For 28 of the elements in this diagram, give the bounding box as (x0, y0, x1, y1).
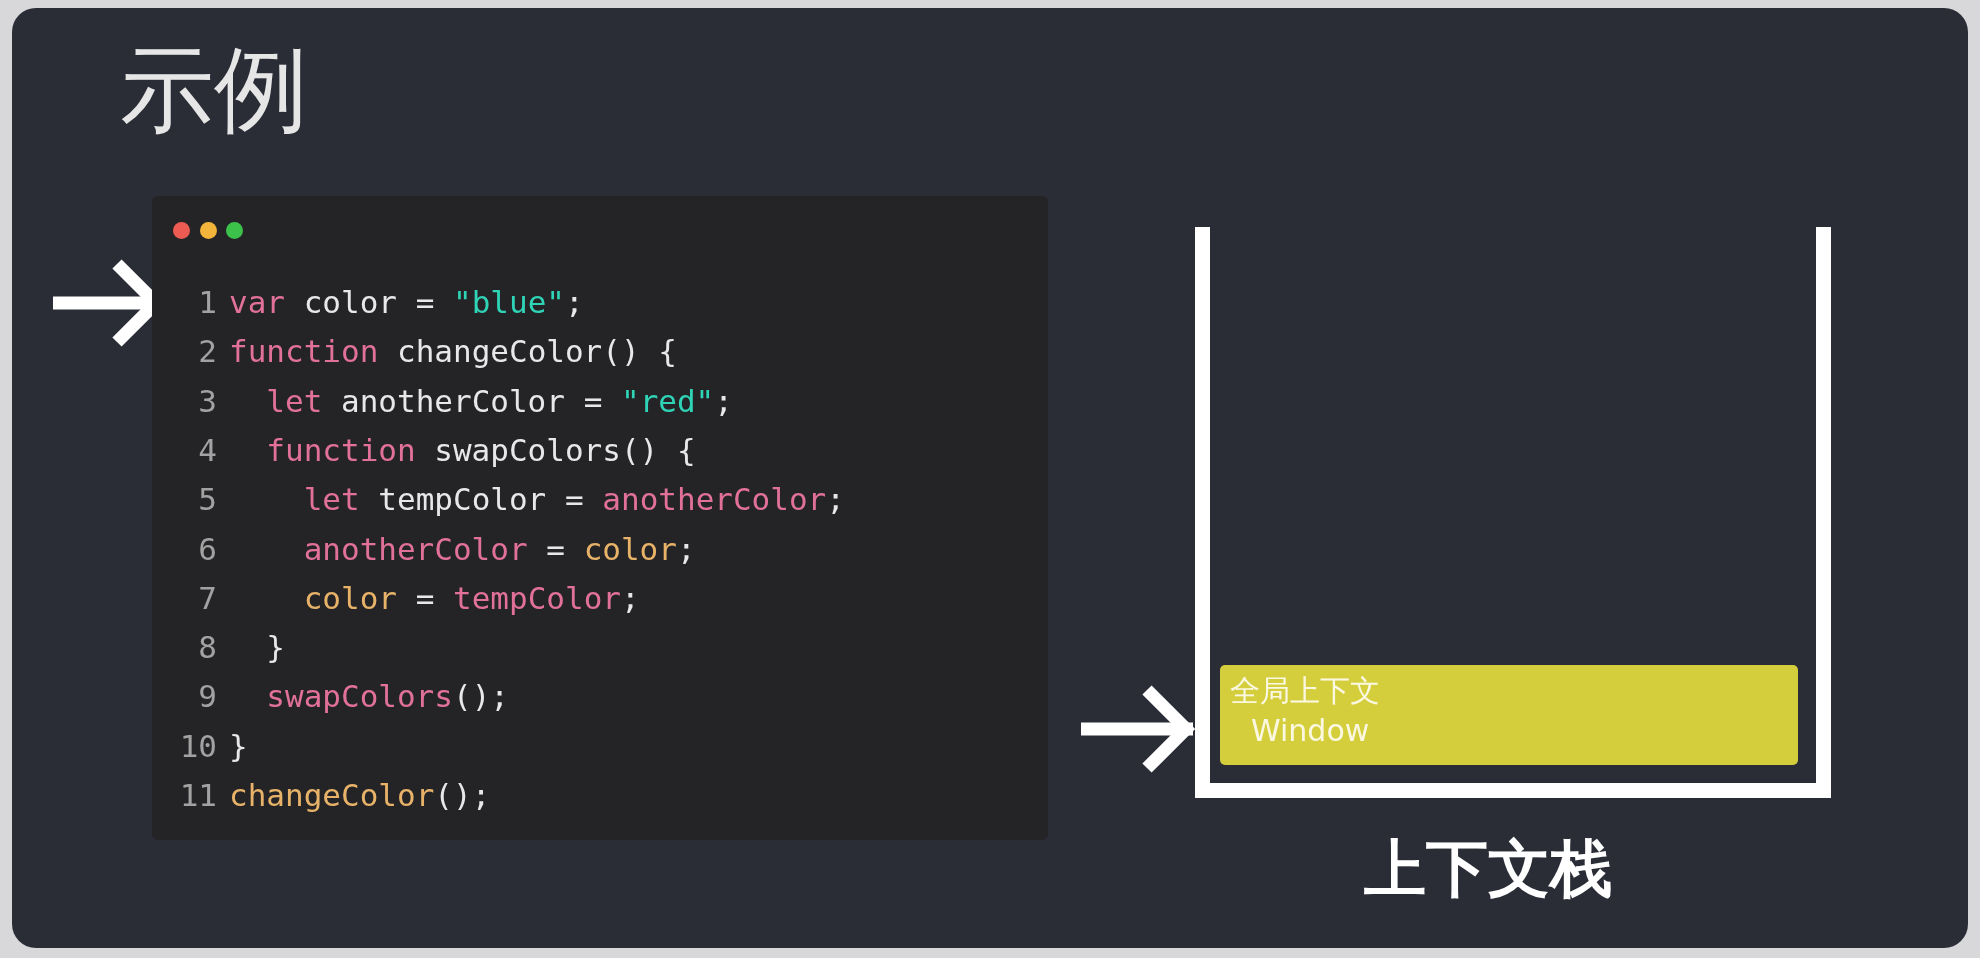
code-text: function swapColors() { (266, 431, 696, 470)
line-number: 5 (198, 481, 217, 519)
code-text: } (229, 727, 248, 765)
context-title: 全局上下文 (1230, 673, 1380, 709)
code-window (152, 196, 1048, 840)
context-frame (1220, 665, 1798, 765)
code-text: color = tempColor; (303, 579, 640, 617)
line-number: 6 (198, 530, 217, 568)
line-number: 2 (198, 333, 217, 371)
code-text: anotherColor = color; (303, 530, 696, 568)
line-number: 1 (198, 284, 217, 322)
line-number: 8 (198, 629, 217, 667)
slide-title: 示例 (120, 36, 308, 144)
context-value: Window (1251, 713, 1370, 749)
line-number: 10 (179, 727, 217, 765)
stack-label: 上下文栈 (1364, 833, 1612, 905)
code-text: let tempColor = anotherColor; (303, 481, 845, 519)
code-text: changeColor(); (229, 777, 491, 815)
line-number: 4 (198, 431, 217, 470)
line-number: 11 (179, 777, 217, 815)
code-text: } (266, 629, 285, 667)
code-text: let anotherColor = "red"; (266, 382, 733, 420)
line-number: 7 (198, 579, 217, 617)
code-text: swapColors(); (266, 678, 509, 716)
code-text: function changeColor() { (229, 333, 677, 371)
line-number: 9 (198, 678, 217, 716)
code-text: var color = "blue"; (229, 284, 584, 322)
line-number: 3 (198, 382, 217, 420)
